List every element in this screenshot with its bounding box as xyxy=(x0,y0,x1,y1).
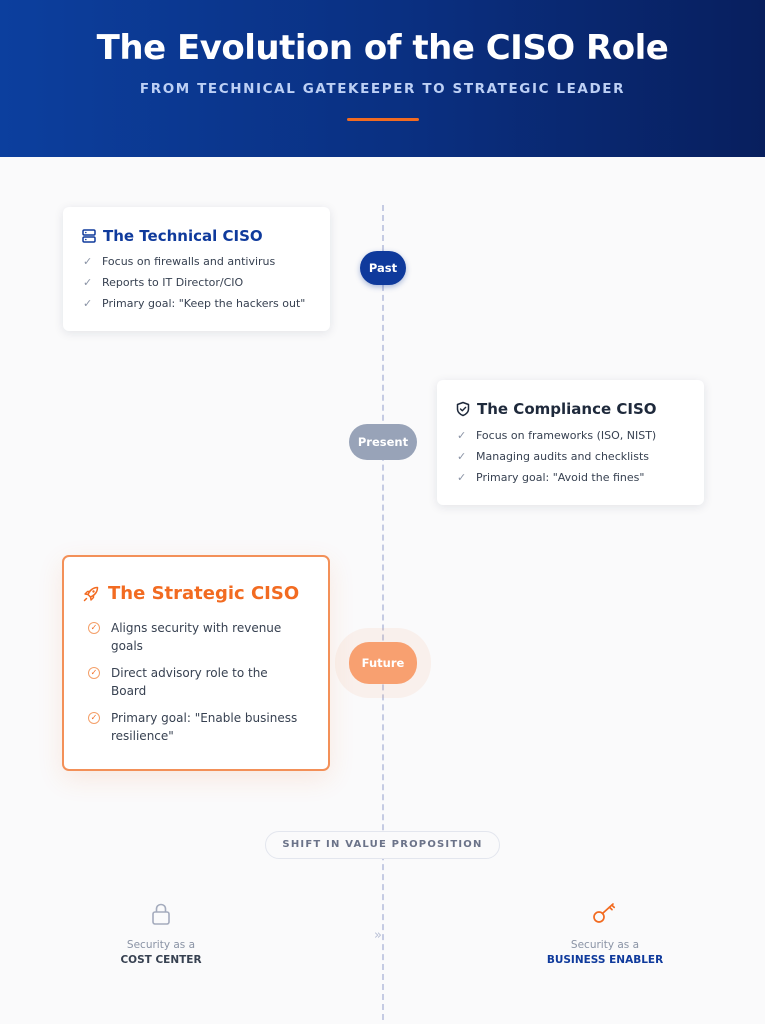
list-item: ✓Focus on firewalls and antivirus xyxy=(83,255,276,268)
stage-card-present: The Compliance CISO ✓Focus on frameworks… xyxy=(437,380,704,505)
check-icon: ✓ xyxy=(83,297,93,310)
shift-label: SHIFT IN VALUE PROPOSITION xyxy=(265,831,500,859)
stage-items-list: ✓Aligns security with revenue goals ✓Dir… xyxy=(88,619,303,754)
stage-title-text: The Technical CISO xyxy=(103,227,263,245)
list-item: ✓Reports to IT Director/CIO xyxy=(83,276,244,289)
check-icon: ✓ xyxy=(83,276,93,289)
list-item: ✓Managing audits and checklists xyxy=(457,450,650,463)
endpoint-prefix: Security as a xyxy=(570,939,640,951)
check-icon: ✓ xyxy=(457,429,467,442)
stage-pill-future: Future xyxy=(349,642,417,684)
stage-card-title: The Compliance CISO xyxy=(455,400,657,418)
double-chevron-right-icon: » xyxy=(374,928,382,943)
check-icon: ✓ xyxy=(457,471,467,484)
list-item: ✓Primary goal: "Keep the hackers out" xyxy=(83,297,306,310)
stage-items-list: ✓Focus on firewalls and antivirus ✓Repor… xyxy=(83,255,305,318)
stage-card-past: The Technical CISO ✓Focus on firewalls a… xyxy=(63,207,330,331)
check-circle-icon: ✓ xyxy=(88,712,100,724)
business-enabler-endpoint: Security as a BUSINESS ENABLER xyxy=(540,938,670,967)
endpoint-label: BUSINESS ENABLER xyxy=(546,954,664,966)
endpoint-label: COST CENTER xyxy=(120,954,202,966)
timeline-line xyxy=(382,205,384,1020)
page-title: The Evolution of the CISO Role xyxy=(96,28,669,68)
stage-card-future: The Strategic CISO ✓Aligns security with… xyxy=(62,555,330,771)
stage-card-title: The Strategic CISO xyxy=(82,583,299,604)
stage-title-text: The Compliance CISO xyxy=(477,400,657,418)
stage-card-title: The Technical CISO xyxy=(81,227,263,245)
list-item: ✓Primary goal: "Enable business resilien… xyxy=(88,709,303,745)
shield-icon xyxy=(455,401,471,417)
list-item: ✓Primary goal: "Avoid the fines" xyxy=(457,471,645,484)
list-item: ✓Aligns security with revenue goals xyxy=(88,619,303,655)
lock-icon xyxy=(150,902,172,930)
page-header: The Evolution of the CISO Role FROM TECH… xyxy=(0,0,765,157)
endpoint-prefix: Security as a xyxy=(126,939,196,951)
list-item: ✓Direct advisory role to the Board xyxy=(88,664,303,700)
server-icon xyxy=(81,228,97,244)
key-icon xyxy=(592,901,618,929)
stage-items-list: ✓Focus on frameworks (ISO, NIST) ✓Managi… xyxy=(457,429,656,492)
stage-pill-present: Present xyxy=(349,424,417,460)
check-icon: ✓ xyxy=(457,450,467,463)
rocket-icon xyxy=(82,585,100,603)
list-item: ✓Focus on frameworks (ISO, NIST) xyxy=(457,429,657,442)
title-accent-bar xyxy=(347,118,419,121)
check-circle-icon: ✓ xyxy=(88,622,100,634)
check-icon: ✓ xyxy=(83,255,93,268)
page-subtitle: FROM TECHNICAL GATEKEEPER TO STRATEGIC L… xyxy=(139,81,626,97)
cost-center-endpoint: Security as a COST CENTER xyxy=(100,938,222,967)
stage-pill-past: Past xyxy=(360,251,406,285)
check-circle-icon: ✓ xyxy=(88,667,100,679)
stage-title-text: The Strategic CISO xyxy=(108,583,300,604)
